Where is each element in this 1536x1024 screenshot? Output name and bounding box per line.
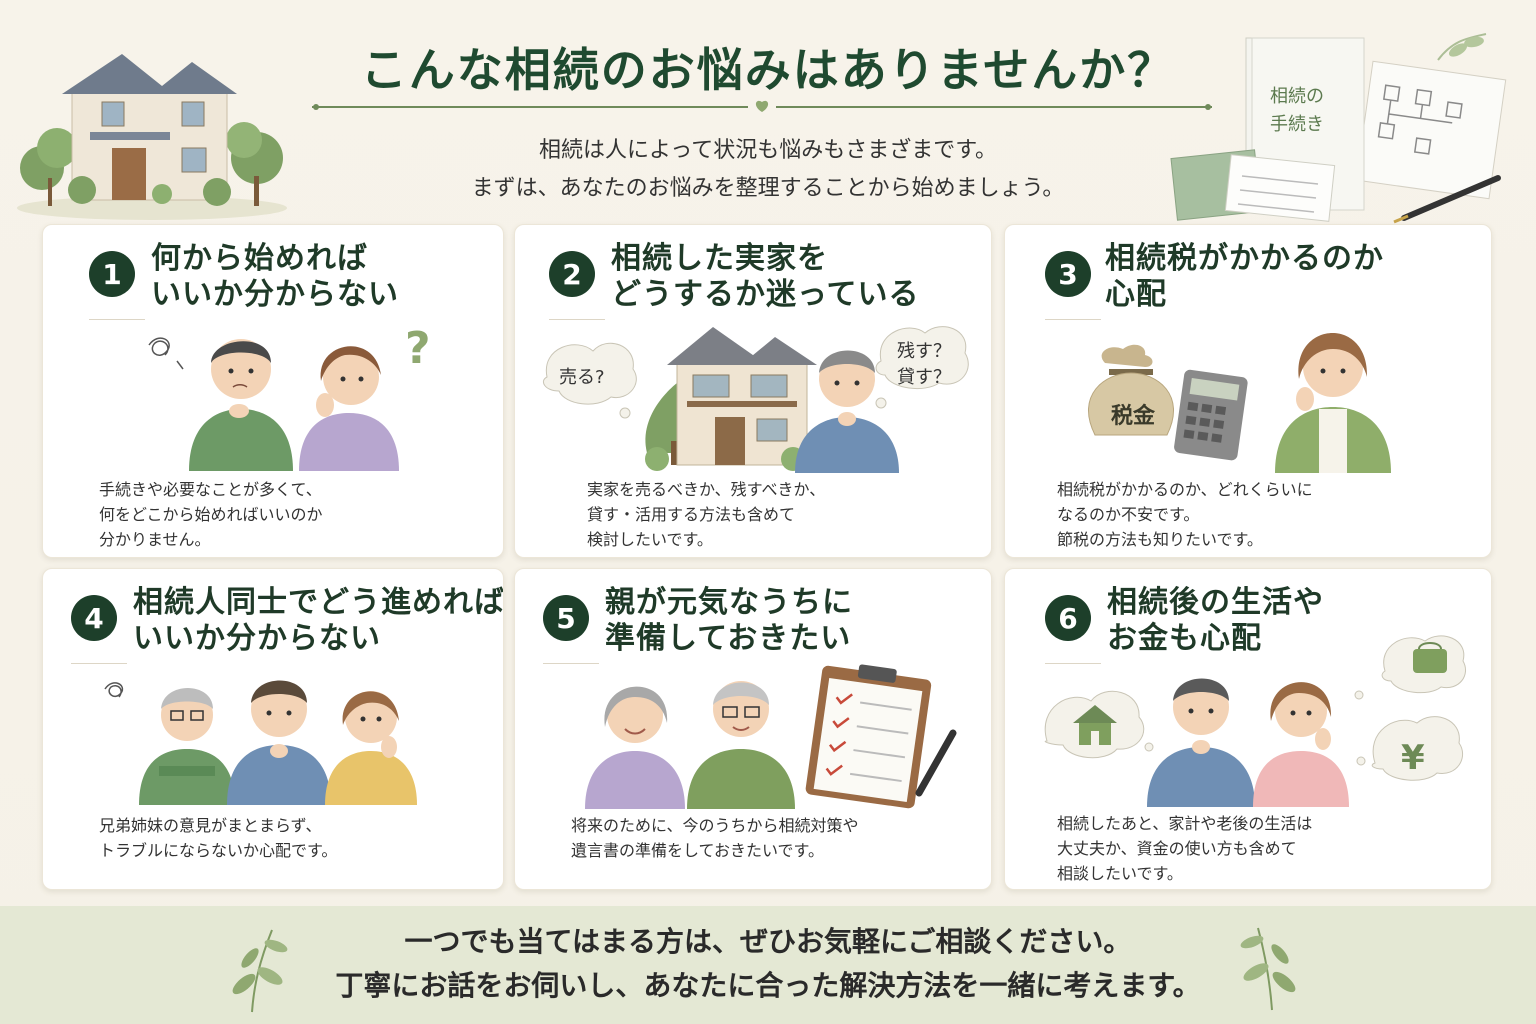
card-1[interactable]: 1 何から始めれば いいか分からない ? 手続きや必要なことが多くて、 何をどこ… (42, 224, 504, 558)
card-number-badge: 1 (89, 251, 135, 297)
subtitle-line-2: まずは、あなたのお悩みを整理することから始めましょう。 (471, 176, 1065, 201)
card-description: 相続したあと、家計や老後の生活は 大丈夫か、資金の使い方も含めて 相談したいです… (1057, 811, 1312, 886)
clipboard-icon (805, 664, 932, 809)
page-title: こんな相続のお悩みはありませんか？ (360, 43, 1176, 97)
card-3[interactable]: 3 相続税がかかるのか 心配 税金 相続税がかかるのか、どれくらいに (1004, 224, 1492, 558)
booklet-label-1: 相続の (1270, 86, 1324, 107)
card-desc-line: 相続税がかかるのか、どれくらいに (1057, 480, 1313, 499)
card-desc-line: 何をどこから始めればいいのか (99, 505, 323, 524)
card-desc-line: トラブルにならないか心配です。 (99, 841, 338, 860)
documents-illustration: 相続の 手続き (1170, 33, 1507, 224)
footer-line-1: 一つでも当てはまる方は、ぜひお気軽にご相談ください。 (404, 925, 1132, 958)
booklet-label-2: 手続き (1270, 114, 1324, 135)
pen-icon (915, 729, 957, 797)
card-title-line: 親が元気なうちに (605, 585, 853, 620)
page-subtitle: 相続は人によって状況も悩みもさまざまです。 まずは、あなたのお悩みを整理すること… (300, 132, 1236, 208)
card-desc-line: 実家を売るべきか、残すべきか、 (587, 480, 826, 499)
question-icon: ? (405, 323, 431, 374)
footer-line-2: 丁寧にお話をお伺いし、あなたに合った解決方法を一緒に考えます。 (335, 969, 1201, 1002)
footer-message: 一つでも当てはまる方は、ぜひお気軽にご相談ください。 丁寧にお話をお伺いし、あな… (260, 920, 1276, 1008)
bag-label: 税金 (1111, 403, 1156, 429)
card-title-line: お金も心配 (1107, 621, 1262, 656)
card-2[interactable]: 2 相続した実家を どうするか迷っている 売る? 残す？ 貸す？ 実家を売るべき… (514, 224, 992, 558)
subtitle-line-1: 相続は人によって状況も悩みもさまざまです。 (538, 138, 998, 163)
card-title-line: いいか分からない (133, 621, 381, 656)
card-description: 相続税がかかるのか、どれくらいに なるのか不安です。 節税の方法も知りたいです。 (1057, 477, 1313, 552)
card-desc-line: 相続したあと、家計や老後の生活は (1057, 814, 1313, 833)
card-title-line: 準備しておきたい (605, 621, 852, 656)
card-title: 相続後の生活や お金も心配 (1107, 585, 1324, 657)
card-desc-line: 相談したいです。 (1057, 864, 1183, 883)
card-desc-line: 節税の方法も知りたいです。 (1057, 530, 1263, 549)
tax-worry-illustration: 税金 (1088, 332, 1391, 473)
card-title: 相続税がかかるのか 心配 (1105, 241, 1384, 313)
card-number-badge: 4 (71, 595, 117, 641)
card-title-line: 相続した実家を (611, 241, 828, 276)
card-desc-line: 将来のために、今のうちから相続対策や (571, 816, 859, 835)
card-title: 親が元気なうちに 準備しておきたい (605, 585, 853, 657)
card-description: 実家を売るべきか、残すべきか、 貸す・活用する方法も含めて 検討したいです。 (587, 477, 825, 552)
card-6[interactable]: 6 相続後の生活や お金も心配 ¥ 相続したあと、家計や老後の (1004, 568, 1492, 890)
card-divider (89, 319, 145, 320)
card-5[interactable]: 5 親が元気なうちに 準備しておきたい 将来のために、今のうちから相続対策や 遺… (514, 568, 992, 890)
footer-banner: 一つでも当てはまる方は、ぜひお気軽にご相談ください。 丁寧にお話をお伺いし、あな… (0, 906, 1536, 1024)
card-title-line: 心配 (1105, 277, 1167, 312)
siblings-illustration (104, 680, 417, 805)
card-desc-line: 大丈夫か、資金の使い方も含めて (1057, 839, 1297, 858)
card-desc-line: 兄弟姉妹の意見がまとまらず、 (99, 816, 322, 835)
card-title-line: どうするか迷っている (611, 277, 920, 312)
card-description: 兄弟姉妹の意見がまとまらず、 トラブルにならないか心配です。 (99, 813, 337, 863)
card-desc-line: 手続きや必要なことが多くて、 (99, 480, 322, 499)
leaf-icon (1240, 927, 1296, 1011)
family-home-illustration: 売る? 残す？ 貸す？ (543, 326, 969, 473)
bubble-sell: 売る? (559, 367, 605, 388)
wallet-icon (1413, 642, 1447, 673)
yen-icon: ¥ (1401, 738, 1425, 778)
bubble-rent: 貸す？ (897, 367, 951, 388)
card-title: 何から始めれば いいか分からない (151, 241, 399, 313)
card-number-badge: 2 (549, 251, 595, 297)
life-money-illustration: ¥ (1044, 635, 1466, 807)
parents-planning-illustration (585, 664, 957, 809)
card-desc-line: 遺言書の準備をしておきたいです。 (571, 841, 824, 860)
calculator-icon (1174, 369, 1248, 461)
header: こんな相続のお悩みはありませんか？ 相続は人によって状況も悩みもさまざまです。 … (0, 0, 1536, 224)
bubble-keep: 残す？ (897, 341, 951, 362)
leaf-icon (232, 929, 288, 1013)
card-4[interactable]: 4 相続人同士でどう進めれば いいか分からない 兄弟姉妹の意見がまとまらず、 ト… (42, 568, 504, 890)
card-desc-line: 検討したいです。 (587, 530, 713, 549)
title-divider (312, 100, 1212, 112)
card-divider (1045, 663, 1101, 664)
card-title: 相続した実家を どうするか迷っている (611, 241, 920, 313)
house-icon (1073, 705, 1117, 745)
card-divider (543, 663, 599, 664)
card-description: 将来のために、今のうちから相続対策や 遺言書の準備をしておきたいです。 (571, 813, 859, 863)
card-title: 相続人同士でどう進めれば いいか分からない (133, 585, 504, 657)
card-number-badge: 3 (1045, 251, 1091, 297)
card-title-line: 相続税がかかるのか (1105, 241, 1384, 276)
card-divider (549, 319, 605, 320)
card-title-line: 相続後の生活や (1107, 585, 1324, 620)
house-illustration (17, 54, 287, 220)
money-bag-icon: 税金 (1088, 344, 1174, 436)
card-divider (1045, 319, 1101, 320)
worried-couple-illustration: ? (148, 323, 431, 471)
card-desc-line: 分かりません。 (99, 530, 211, 549)
card-title-line: 何から始めれば (151, 241, 368, 276)
card-number-badge: 5 (543, 595, 589, 641)
card-desc-line: 貸す・活用する方法も含めて (587, 505, 796, 524)
card-desc-line: なるのか不安です。 (1057, 505, 1200, 524)
card-title-line: 相続人同士でどう進めれば (133, 585, 504, 620)
card-description: 手続きや必要なことが多くて、 何をどこから始めればいいのか 分かりません。 (99, 477, 323, 552)
card-title-line: いいか分からない (151, 277, 399, 312)
card-number-badge: 6 (1045, 595, 1091, 641)
card-divider (71, 663, 127, 664)
